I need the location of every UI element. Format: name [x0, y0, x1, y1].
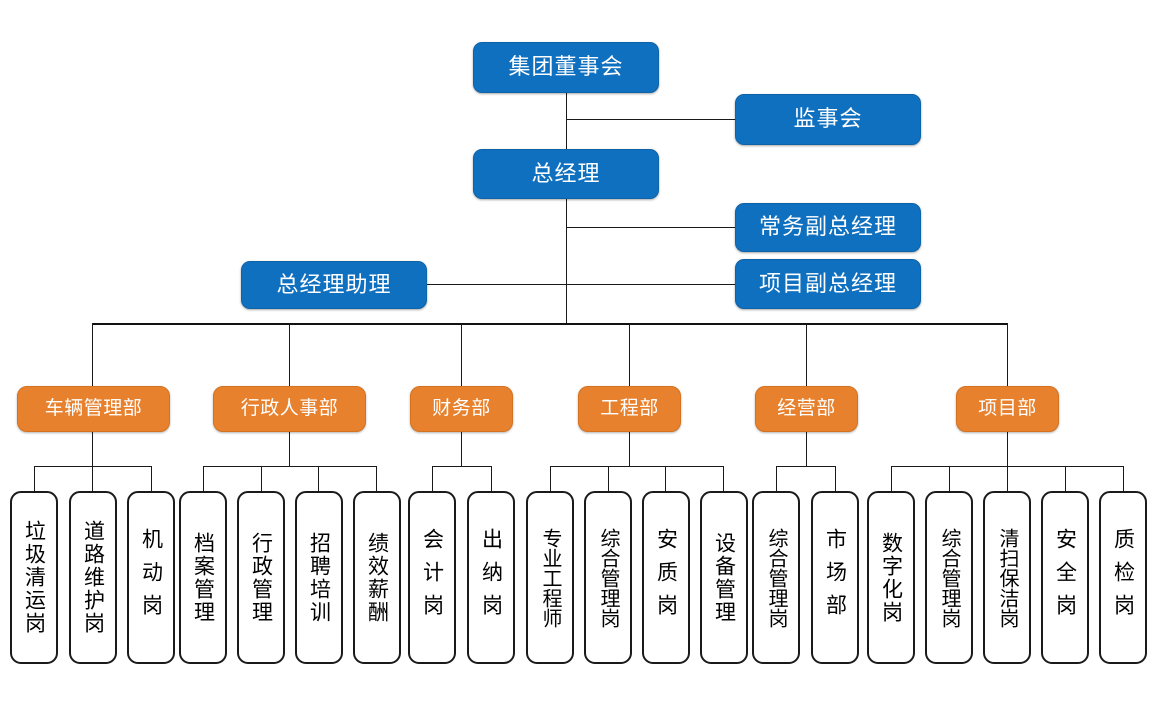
connector-dept6-drop-2	[949, 466, 950, 497]
connector-dept5-stem	[806, 432, 807, 466]
node-department-finance[interactable]: 财务部	[410, 386, 513, 432]
position-label: 质检岗	[1111, 528, 1135, 627]
connector-dept2-bar	[203, 466, 376, 467]
connector-bus-drop-4	[629, 323, 630, 386]
connector-dept2-drop-1	[203, 466, 204, 497]
node-position-accounting[interactable]: 会计岗	[408, 491, 456, 664]
connector-bus-drop-1	[92, 323, 93, 386]
node-department-project[interactable]: 项目部	[956, 386, 1059, 432]
position-label: 会计岗	[420, 528, 444, 627]
node-position-safety[interactable]: 安全岗	[1041, 491, 1089, 664]
connector-dept2-drop-2	[261, 466, 262, 497]
connector-dept3-bar	[432, 466, 491, 467]
connector-dept2-drop-4	[376, 466, 377, 497]
node-position-archive-management[interactable]: 档案管理	[179, 491, 227, 664]
connector-dept2-drop-3	[318, 466, 319, 497]
node-project-vice-gm[interactable]: 项目副总经理	[735, 259, 921, 309]
position-label: 出纳岗	[479, 528, 503, 627]
connector-gm-to-exec-vice	[566, 227, 736, 228]
node-gm-assistant[interactable]: 总经理助理	[241, 261, 427, 309]
connector-dept2-stem	[289, 432, 290, 466]
connector-dept6-drop-5	[1123, 466, 1124, 497]
position-label: 安质岗	[654, 528, 678, 627]
position-label: 设备管理	[712, 531, 736, 624]
connector-dept6-drop-4	[1065, 466, 1066, 497]
connector-dept4-stem	[629, 432, 630, 466]
node-position-admin-management[interactable]: 行政管理	[237, 491, 285, 664]
position-label: 综合管理岗	[938, 527, 960, 628]
position-label: 综合管理岗	[597, 527, 619, 628]
connector-dept6-drop-3	[1007, 466, 1008, 497]
connector-dept1-drop-1	[34, 466, 35, 497]
node-position-comprehensive-management-ops[interactable]: 综合管理岗	[752, 491, 800, 664]
position-label: 档案管理	[191, 531, 215, 624]
connector-bus-drop-2	[289, 323, 290, 386]
node-position-professional-engineer[interactable]: 专业工程师	[526, 491, 574, 664]
node-position-equipment-management[interactable]: 设备管理	[700, 491, 748, 664]
connector-dept5-drop-1	[776, 466, 777, 497]
connector-gm-trunk	[566, 198, 567, 323]
connector-dept1-drop-2	[92, 466, 93, 497]
position-label: 垃圾清运岗	[22, 520, 46, 635]
position-label: 市场部	[823, 528, 847, 627]
node-position-comprehensive-management-proj[interactable]: 综合管理岗	[925, 491, 973, 664]
connector-gm-assistant	[427, 284, 567, 285]
connector-dept4-drop-3	[665, 466, 666, 497]
node-position-market-department[interactable]: 市场部	[811, 491, 859, 664]
node-department-engineering[interactable]: 工程部	[578, 386, 681, 432]
connector-dept4-bar	[550, 466, 723, 467]
node-supervisory-board[interactable]: 监事会	[735, 94, 921, 145]
connector-gm-to-project-vice	[566, 284, 736, 285]
node-department-admin-hr[interactable]: 行政人事部	[213, 386, 366, 432]
node-position-safety-quality[interactable]: 安质岗	[642, 491, 690, 664]
node-department-operations[interactable]: 经营部	[755, 386, 858, 432]
node-position-cleaning-sanitation[interactable]: 清扫保洁岗	[983, 491, 1031, 664]
connector-dept1-stem	[92, 432, 93, 466]
node-position-quality-inspection[interactable]: 质检岗	[1099, 491, 1147, 664]
node-position-recruitment-training[interactable]: 招聘培训	[295, 491, 343, 664]
connector-dept4-drop-1	[550, 466, 551, 497]
connector-bus-drop-3	[461, 323, 462, 386]
node-position-comprehensive-management-eng[interactable]: 综合管理岗	[584, 491, 632, 664]
position-label: 行政管理	[249, 531, 273, 624]
connector-dept3-drop-1	[432, 466, 433, 497]
connector-bus-drop-6	[1007, 323, 1008, 386]
connector-bus-drop-5	[806, 323, 807, 386]
connector-dept3-drop-2	[491, 466, 492, 497]
node-position-performance-compensation[interactable]: 绩效薪酬	[353, 491, 401, 664]
position-label: 招聘培训	[307, 531, 331, 624]
position-label: 绩效薪酬	[365, 531, 389, 624]
connector-dept5-bar	[776, 466, 835, 467]
position-label: 道路维护岗	[81, 520, 105, 635]
position-label: 清扫保洁岗	[996, 527, 1018, 628]
node-position-road-maintenance[interactable]: 道路维护岗	[69, 491, 117, 664]
node-executive-vice-gm[interactable]: 常务副总经理	[735, 203, 921, 252]
position-label: 机动岗	[139, 528, 163, 627]
node-department-vehicle[interactable]: 车辆管理部	[17, 386, 170, 432]
position-label: 专业工程师	[539, 527, 561, 628]
position-label: 数字化岗	[879, 531, 903, 624]
node-position-cashier[interactable]: 出纳岗	[467, 491, 515, 664]
connector-dept3-stem	[461, 432, 462, 466]
node-position-digitalization[interactable]: 数字化岗	[867, 491, 915, 664]
connector-dept4-drop-4	[723, 466, 724, 497]
connector-dept5-drop-2	[835, 466, 836, 497]
node-position-garbage-transport[interactable]: 垃圾清运岗	[10, 491, 58, 664]
node-general-manager[interactable]: 总经理	[473, 149, 659, 199]
node-position-standby[interactable]: 机动岗	[127, 491, 175, 664]
position-label: 安全岗	[1053, 528, 1077, 627]
position-label: 综合管理岗	[765, 527, 787, 628]
connector-board-to-supervisory	[566, 119, 736, 120]
connector-dept1-drop-3	[151, 466, 152, 497]
connector-dept4-drop-2	[608, 466, 609, 497]
connector-department-bus	[92, 323, 1008, 325]
node-board[interactable]: 集团董事会	[473, 42, 659, 93]
connector-board-to-gm	[566, 92, 567, 162]
connector-dept6-stem	[1007, 432, 1008, 466]
connector-dept6-drop-1	[891, 466, 892, 497]
